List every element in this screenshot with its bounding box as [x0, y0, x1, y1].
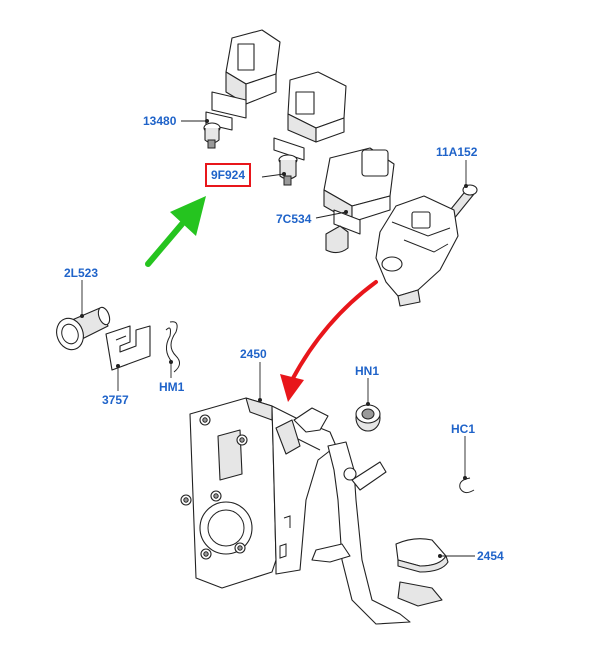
callout-2L523: 2L523 [64, 266, 99, 280]
callout-3757: 3757 [102, 393, 129, 407]
callout-2454: 2454 [477, 549, 504, 563]
callout-9F924-highlighted: 9F924 [205, 163, 252, 187]
switch-bracket-part [375, 195, 459, 307]
switch-7C534-part [323, 147, 395, 254]
leader-lines [80, 119, 475, 558]
pivot-pin-2L523-part [56, 306, 111, 351]
circlip-HC1-part [459, 477, 475, 494]
pedal-2454-part [311, 441, 449, 625]
callout-HC1: HC1 [451, 422, 476, 436]
callout-HN1: HN1 [355, 364, 380, 378]
spring-clip-HM1-part [165, 321, 180, 373]
callout-7C534: 7C534 [276, 212, 312, 226]
callout-2450: 2450 [240, 347, 267, 361]
pedal-box-2450-part [180, 397, 337, 589]
callout-HM1: HM1 [159, 380, 185, 394]
switch-9F924-part [273, 71, 347, 186]
callout-11A152: 11A152 [436, 145, 478, 159]
clip-3757-part [105, 325, 151, 371]
switch-13480-part [203, 29, 281, 149]
callout-13480: 13480 [143, 114, 177, 128]
green-pointer-arrow [145, 196, 206, 267]
red-pointer-arrow [280, 280, 378, 402]
bush-HN1-part [355, 404, 381, 432]
